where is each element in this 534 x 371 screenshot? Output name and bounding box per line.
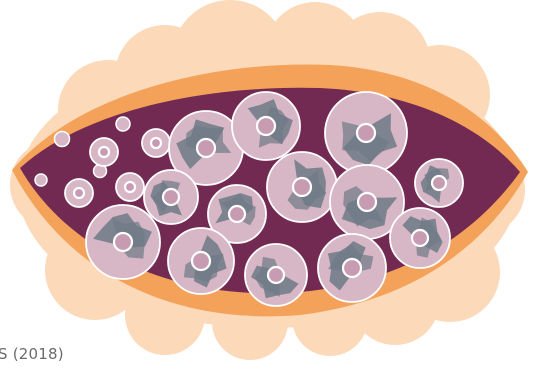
follicle-icon	[116, 173, 144, 201]
follicle-icon	[90, 138, 118, 166]
small-follicle-icon	[55, 132, 70, 147]
oocyte-icon	[99, 147, 109, 157]
follicle-icon	[144, 170, 198, 224]
follicle-icon	[232, 92, 300, 160]
follicle-icon	[267, 152, 337, 222]
oocyte-icon	[343, 259, 361, 277]
oocyte-icon	[293, 178, 311, 196]
follicle-icon	[318, 234, 386, 302]
oocyte-icon	[114, 233, 132, 251]
oocyte-icon	[125, 182, 135, 192]
oocyte-icon	[357, 124, 375, 142]
follicle-icon	[65, 179, 93, 207]
oocyte-icon	[432, 176, 446, 190]
oocyte-icon	[412, 230, 428, 246]
oocyte-icon	[268, 267, 284, 283]
follicle-icon	[415, 159, 463, 207]
oocyte-icon	[151, 138, 161, 148]
oocyte-icon	[163, 189, 179, 205]
oocyte-icon	[257, 117, 275, 135]
oocyte-icon	[74, 188, 84, 198]
oocyte-icon	[197, 139, 215, 157]
follicle-icon	[86, 205, 160, 279]
follicle-icon	[390, 208, 450, 268]
figure-credit: S (2018)	[0, 345, 64, 363]
oocyte-icon	[358, 193, 376, 211]
follicle-icon	[325, 92, 407, 174]
follicle-icon	[245, 244, 307, 306]
small-follicle-icon	[35, 174, 47, 186]
follicle-icon	[168, 228, 234, 294]
oocyte-icon	[229, 206, 245, 222]
follicle-icon	[142, 129, 170, 157]
small-follicle-icon	[116, 117, 130, 131]
oocyte-icon	[192, 252, 210, 270]
